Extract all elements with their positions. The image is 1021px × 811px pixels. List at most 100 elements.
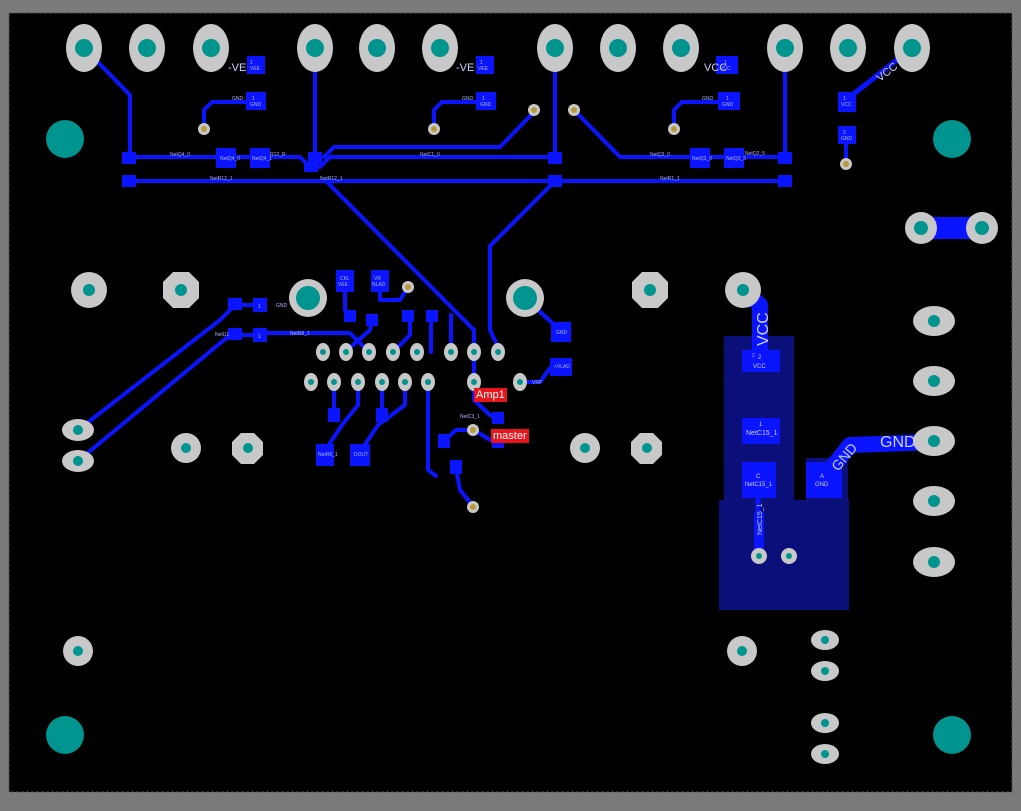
c-pad-c: C	[756, 474, 761, 480]
drill-hole	[306, 39, 324, 57]
drill-hole	[928, 556, 940, 568]
smd-pad	[216, 148, 236, 168]
svg-text:CKL: CKL	[340, 276, 350, 282]
smd-pad	[718, 92, 740, 110]
net-label-vcc-vertical: VCC	[755, 312, 772, 346]
trace	[454, 466, 475, 508]
drill-hole	[379, 379, 385, 385]
drill-hole	[471, 379, 477, 385]
svg-text:NetQ3_0: NetQ3_0	[650, 152, 670, 158]
drill-hole	[366, 349, 372, 355]
connector-pads	[905, 212, 998, 244]
drill-hole	[821, 719, 829, 727]
drill-hole	[368, 39, 386, 57]
svg-text:NetQ3_5: NetQ3_5	[726, 156, 746, 162]
svg-text:1: 1	[258, 304, 261, 310]
smd-pad	[806, 462, 842, 498]
svg-text:GND: GND	[841, 136, 853, 142]
svg-text:+VLAD: +VLAD	[554, 364, 570, 370]
drill-hole	[83, 284, 95, 296]
svg-text:R12_R: R12_R	[270, 152, 286, 158]
trace	[322, 380, 360, 454]
via-core	[201, 126, 207, 132]
svg-text:NetR6_1: NetR6_1	[318, 452, 338, 458]
via-core	[571, 107, 577, 113]
trace	[432, 100, 486, 130]
net-label-vcc-top: VCC	[704, 62, 727, 74]
net-label-ve-left: -VE	[228, 62, 246, 74]
drill-hole	[821, 750, 829, 758]
drill-hole	[928, 315, 940, 327]
smd-pad	[551, 322, 571, 342]
smd-pad	[316, 444, 334, 466]
drill-hole	[928, 495, 940, 507]
svg-text:GND: GND	[480, 102, 492, 108]
smd-pad	[350, 444, 370, 466]
drill-hole	[975, 221, 989, 235]
th-pad-group	[63, 272, 761, 666]
svg-text:NetR1_1: NetR1_1	[660, 176, 680, 182]
drill-hole	[546, 39, 564, 57]
smd-pad	[690, 148, 710, 168]
drill-hole	[517, 379, 523, 385]
drill-hole	[73, 425, 83, 435]
trace	[324, 179, 476, 384]
svg-text:NetC1_0: NetC1_0	[420, 152, 440, 158]
smd-pad	[253, 328, 267, 342]
smd-pad	[438, 434, 450, 448]
smd-pad	[716, 56, 738, 74]
drill-hole	[609, 39, 627, 57]
trace	[426, 380, 438, 478]
smd-pad	[476, 56, 494, 74]
smd-pad	[228, 328, 242, 340]
smd-pad	[778, 175, 792, 187]
svg-text:1: 1	[724, 60, 727, 66]
smd-pad	[336, 270, 354, 292]
svg-text:NetR8_1: NetR8_1	[290, 331, 310, 337]
drill-hole	[390, 349, 396, 355]
svg-text:NetQ2_5: NetQ2_5	[745, 151, 765, 157]
drill-hole	[839, 39, 857, 57]
drill-hole	[821, 667, 829, 675]
svg-text:GND: GND	[556, 330, 568, 336]
bottom-right-pads	[751, 548, 839, 764]
via-core	[431, 126, 437, 132]
trace	[672, 100, 730, 130]
via-core	[671, 126, 677, 132]
svg-text:1: 1	[258, 334, 261, 340]
svg-text:NetR12_1: NetR12_1	[320, 176, 343, 182]
c-pad-net: NetC15_1	[745, 482, 773, 488]
smd-pad	[250, 148, 270, 168]
drill-hole	[296, 286, 320, 310]
svg-text:VCC: VCC	[720, 66, 731, 72]
smd-pad	[328, 408, 340, 422]
svg-text:VEE: VEE	[478, 66, 489, 72]
drill-hole	[821, 636, 829, 644]
svg-text:NetC3_1: NetC3_1	[460, 414, 480, 420]
smd-pad	[548, 175, 562, 187]
pcb-board	[8, 12, 1013, 793]
drill-hole	[495, 349, 501, 355]
smd-pad	[366, 314, 378, 326]
svg-text:NetQ3_0: NetQ3_0	[692, 156, 712, 162]
mounting-hole	[933, 716, 971, 754]
svg-text:GND: GND	[462, 96, 474, 102]
drill-hole	[73, 456, 83, 466]
drill-hole	[243, 443, 253, 453]
smd-pad	[376, 408, 388, 422]
trace	[202, 100, 257, 130]
smd-pad	[450, 460, 462, 474]
drill-hole	[672, 39, 690, 57]
mounting-hole-group	[46, 120, 971, 754]
smd-pad	[426, 310, 438, 322]
svg-text:1: 1	[726, 96, 729, 102]
via-core	[470, 427, 476, 433]
svg-text:GND: GND	[232, 96, 244, 102]
mounting-hole	[46, 120, 84, 158]
via-core	[470, 504, 476, 510]
drill-hole	[138, 39, 156, 57]
drill-hole	[202, 39, 220, 57]
drill-hole	[75, 39, 93, 57]
smd-pad	[308, 152, 322, 164]
